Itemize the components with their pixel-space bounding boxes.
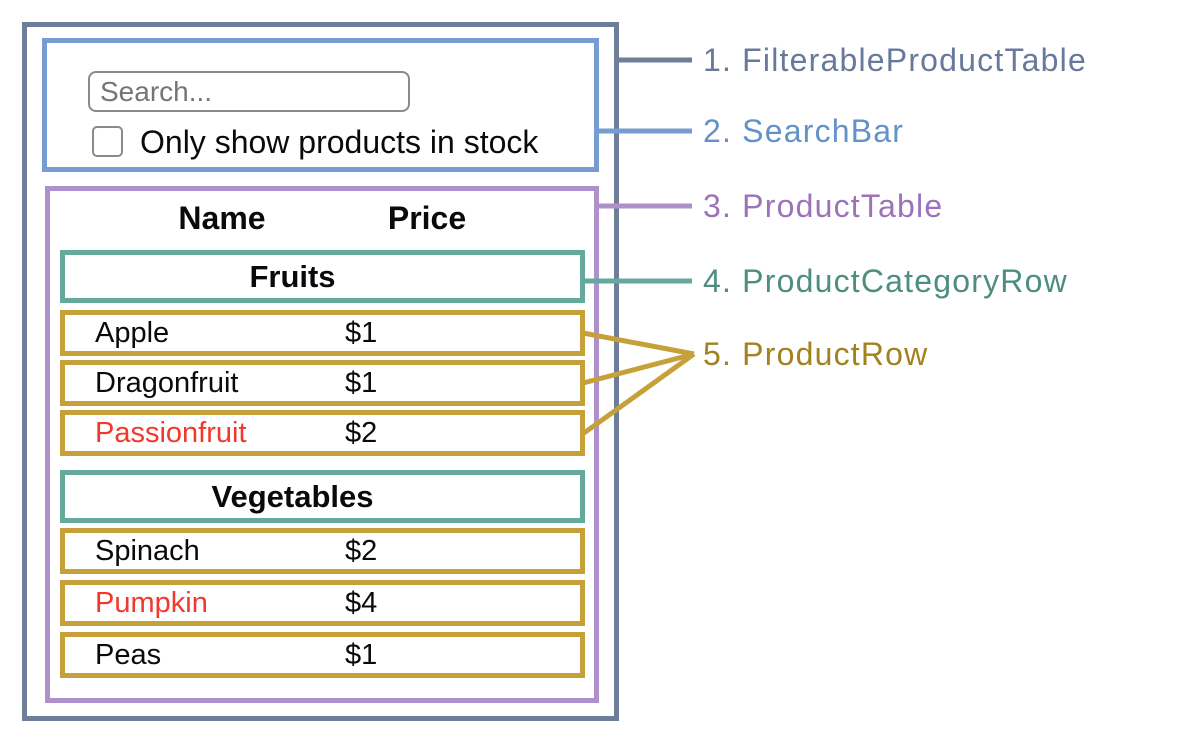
product-name: Dragonfruit <box>95 367 239 399</box>
product-row-dragonfruit: Dragonfruit $1 <box>60 360 585 406</box>
product-name: Spinach <box>95 535 200 567</box>
legend-label-search-bar: 2. SearchBar <box>703 113 905 149</box>
product-row-spinach: Spinach $2 <box>60 528 585 574</box>
search-input[interactable] <box>88 71 410 112</box>
product-price: $2 <box>345 417 378 449</box>
column-header-price: Price <box>387 200 467 236</box>
product-row-apple: Apple $1 <box>60 310 585 356</box>
product-price: $1 <box>345 639 378 671</box>
search-bar-outline <box>42 38 599 172</box>
product-name: Pumpkin <box>95 587 208 619</box>
product-name: Apple <box>95 317 170 349</box>
category-label: Fruits <box>249 259 336 294</box>
product-name: Passionfruit <box>95 417 247 449</box>
product-row-peas: Peas $1 <box>60 632 585 678</box>
legend-label-product-category-row: 4. ProductCategoryRow <box>703 263 1068 299</box>
product-price: $2 <box>345 535 378 567</box>
category-label: Vegetables <box>211 479 374 514</box>
product-table-outline <box>45 186 599 703</box>
product-row-pumpkin: Pumpkin $4 <box>60 580 585 626</box>
product-name: Peas <box>95 639 162 671</box>
legend-label-product-table: 3. ProductTable <box>703 188 944 224</box>
product-price: $1 <box>345 367 378 399</box>
in-stock-checkbox-label: Only show products in stock <box>140 124 539 160</box>
product-category-row-vegetables: Vegetables <box>60 470 585 523</box>
in-stock-checkbox[interactable] <box>92 126 123 157</box>
column-header-name: Name <box>178 200 266 236</box>
legend-label-filterable-product-table: 1. FilterableProductTable <box>703 42 1087 78</box>
product-price: $1 <box>345 317 378 349</box>
product-category-row-fruits: Fruits <box>60 250 585 303</box>
product-price: $4 <box>345 587 378 619</box>
legend-label-product-row: 5. ProductRow <box>703 336 929 372</box>
product-row-passionfruit: Passionfruit $2 <box>60 410 585 456</box>
